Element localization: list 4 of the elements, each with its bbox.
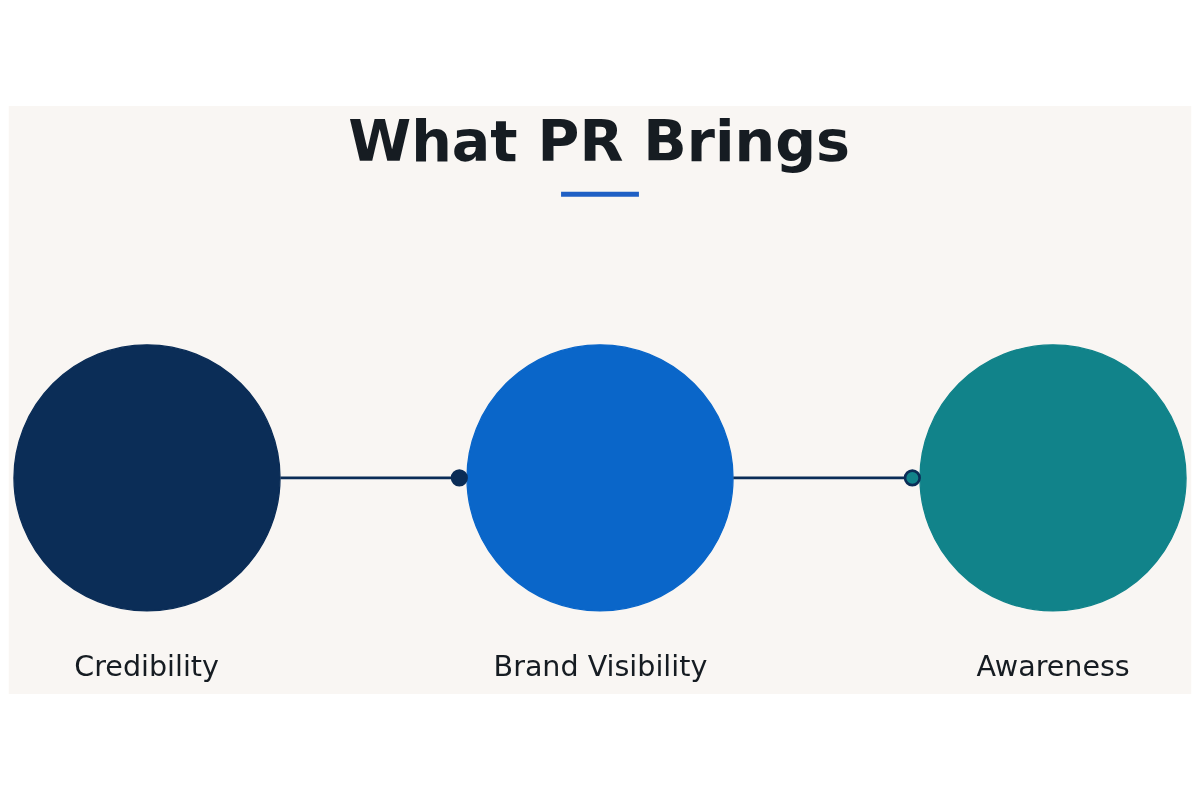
diagram-title: What PR Brings	[348, 107, 851, 174]
node-label: Brand Visibility	[493, 648, 708, 683]
node-label: Awareness	[976, 648, 1130, 683]
node-label: Credibility	[74, 648, 219, 683]
